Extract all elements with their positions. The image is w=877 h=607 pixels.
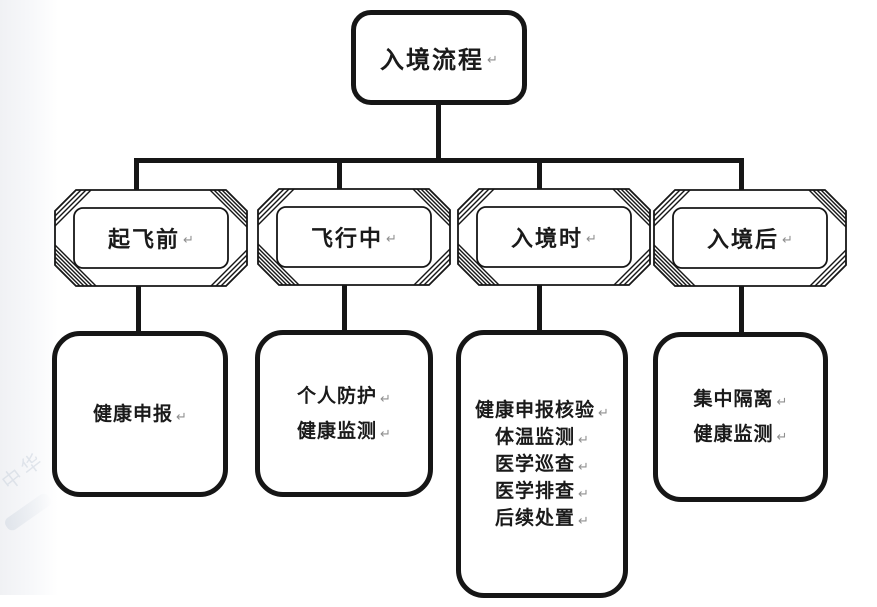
return-mark-icon: ↵ <box>380 390 391 406</box>
return-mark-icon: ↵ <box>578 431 589 447</box>
detail-line-text: 后续处置 <box>495 507 576 529</box>
detail-line: 集中隔离↵ <box>694 382 788 417</box>
connector-stage-3-detail <box>537 282 542 332</box>
return-mark-icon: ↵ <box>578 512 589 528</box>
bevel-frame <box>457 188 651 286</box>
stage-label-text: 入境时 <box>511 226 584 251</box>
stage-label-text: 起飞前 <box>108 227 181 252</box>
detail-line-text: 健康申报 <box>93 403 174 425</box>
detail-node-in-flight: 个人防护↵健康监测↵ <box>255 330 433 497</box>
return-mark-icon: ↵ <box>578 485 589 501</box>
return-mark-icon: ↵ <box>578 458 589 474</box>
return-mark-icon: ↵ <box>782 232 793 247</box>
connector-horizontal-rail <box>134 158 744 163</box>
detail-line-text: 集中隔离 <box>693 389 774 410</box>
connector-drop-stage-3 <box>537 158 542 192</box>
detail-node-after-entry: 集中隔离↵健康监测↵ <box>653 332 828 502</box>
stage-label: 起飞前↵ <box>74 208 228 268</box>
detail-line: 健康申报核验↵ <box>475 397 609 424</box>
detail-line-text: 医学排查 <box>495 480 576 502</box>
stage-label: 入境时↵ <box>477 207 631 267</box>
return-mark-icon: ↵ <box>598 404 609 420</box>
return-mark-icon: ↵ <box>183 232 194 247</box>
connector-stage-2-detail <box>342 282 347 332</box>
connector-drop-stage-1 <box>134 158 139 192</box>
connector-stage-4-detail <box>739 285 744 334</box>
stage-label: 飞行中↵ <box>277 207 431 267</box>
bevel-frame <box>653 189 847 287</box>
detail-line: 健康监测↵ <box>694 417 788 452</box>
detail-line-text: 体温监测 <box>495 426 576 448</box>
detail-line: 个人防护↵ <box>297 379 391 414</box>
detail-node-before-takeoff: 健康申报↵ <box>52 331 228 497</box>
page-edge-shading <box>0 0 58 595</box>
return-mark-icon: ↵ <box>586 231 597 246</box>
root-node-entry-process: 入境流程 ↵ <box>351 10 527 105</box>
detail-line-text: 健康监测 <box>693 424 774 445</box>
connector-stage-1-detail <box>136 284 141 333</box>
stage-node-at-entry: 入境时↵ <box>457 188 651 286</box>
stage-label-text: 入境后 <box>707 227 780 252</box>
detail-line: 健康申报↵ <box>93 397 187 432</box>
return-mark-icon: ↵ <box>776 394 788 409</box>
detail-line-text: 医学巡查 <box>495 453 576 475</box>
return-mark-icon: ↵ <box>380 425 391 441</box>
stage-label: 入境后↵ <box>673 208 827 268</box>
connector-drop-stage-4 <box>739 158 744 192</box>
return-mark-icon: ↵ <box>386 231 397 246</box>
stage-node-in-flight: 飞行中↵ <box>257 188 451 286</box>
return-mark-icon: ↵ <box>776 429 788 444</box>
detail-line-text: 健康申报核验 <box>475 399 596 421</box>
detail-line: 体温监测↵ <box>495 424 589 451</box>
stage-node-before-takeoff: 起飞前↵ <box>54 189 248 287</box>
bevel-frame <box>257 188 451 286</box>
connector-drop-stage-2 <box>337 158 342 192</box>
detail-line-text: 健康监测 <box>297 420 378 442</box>
detail-line: 医学排查↵ <box>495 478 589 505</box>
return-mark-icon: ↵ <box>487 51 498 67</box>
stage-node-after-entry: 入境后↵ <box>653 189 847 287</box>
return-mark-icon: ↵ <box>176 408 187 424</box>
root-node-label: 入境流程 <box>380 47 485 74</box>
connector-root-vertical <box>436 103 441 163</box>
stage-label-text: 飞行中 <box>311 226 384 251</box>
detail-line: 后续处置↵ <box>495 505 589 532</box>
bevel-frame <box>54 189 248 287</box>
detail-line-text: 个人防护 <box>297 385 378 407</box>
detail-line: 医学巡查↵ <box>495 451 589 478</box>
detail-node-at-entry: 健康申报核验↵体温监测↵医学巡查↵医学排查↵后续处置↵ <box>456 330 628 598</box>
detail-line: 健康监测↵ <box>297 414 391 449</box>
